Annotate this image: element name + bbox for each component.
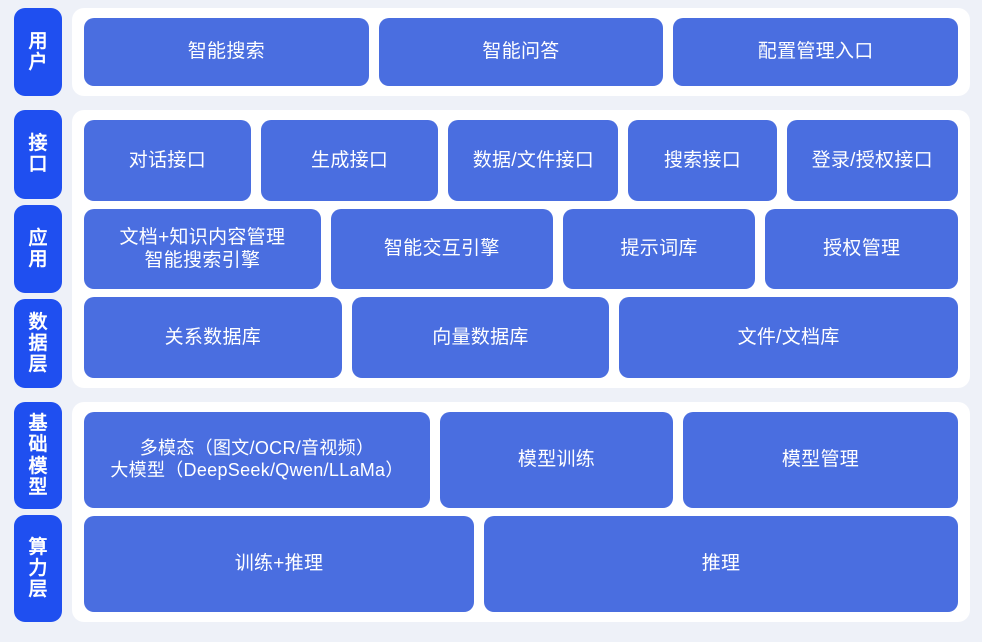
- node-label: 授权管理: [823, 238, 901, 260]
- node-inference[interactable]: 推理: [484, 516, 958, 612]
- node-label: 向量数据库: [432, 327, 529, 349]
- node-relational-database[interactable]: 关系数据库: [84, 297, 342, 379]
- node-label: 训练+推理: [234, 553, 324, 575]
- node-label: 智能交互引擎: [383, 238, 500, 260]
- node-label-second-line: 智能搜索引擎: [144, 250, 261, 271]
- row-interface-nodes: 对话接口 生成接口 数据/文件接口 搜索接口 登录/授权接口: [84, 120, 958, 201]
- panel-user: 智能搜索 智能问答 配置管理入口: [72, 8, 970, 96]
- section-user: 用户 智能搜索 智能问答 配置管理入口: [12, 8, 970, 96]
- layer-tab-interface[interactable]: 接口: [14, 110, 62, 199]
- node-label: 文件/文档库: [737, 327, 840, 349]
- row-model-nodes: 多模态（图文/OCR/音视频） 大模型（DeepSeek/Qwen/LLaMa）…: [84, 412, 958, 508]
- row-application-nodes: 文档+知识内容管理 智能搜索引擎 智能交互引擎 提示词库 授权管理: [84, 208, 959, 290]
- node-vector-database[interactable]: 向量数据库: [351, 297, 610, 379]
- node-generation-api[interactable]: 生成接口: [260, 120, 439, 201]
- panel-platform: 对话接口 生成接口 数据/文件接口 搜索接口 登录/授权接口 文: [72, 110, 970, 388]
- layer-tab-interface-label: 接口: [28, 133, 49, 176]
- layer-rail-platform: 接口 应用 数据层: [12, 110, 64, 389]
- row-data-nodes: 关系数据库 向量数据库 文件/文档库: [84, 297, 958, 379]
- node-label: 提示词库: [620, 238, 698, 260]
- node-model-management[interactable]: 模型管理: [682, 412, 958, 508]
- node-label: 模型训练: [517, 449, 596, 471]
- layer-tab-user-label: 用户: [28, 30, 49, 73]
- node-training-and-inference[interactable]: 训练+推理: [84, 516, 474, 612]
- node-label: 智能搜索: [187, 41, 265, 63]
- layer-tab-compute-label: 算力层: [28, 536, 49, 601]
- node-label: 数据/文件接口: [472, 149, 595, 171]
- node-multimodal-large-model[interactable]: 多模态（图文/OCR/音视频） 大模型（DeepSeek/Qwen/LLaMa）: [84, 412, 431, 508]
- node-label-second-line: 大模型（DeepSeek/Qwen/LLaMa）: [110, 460, 404, 480]
- layer-tab-compute[interactable]: 算力层: [14, 515, 62, 622]
- layer-rail-infrastructure: 基础模型 算力层: [12, 402, 64, 622]
- node-dialog-api[interactable]: 对话接口: [84, 120, 251, 201]
- node-doc-knowledge-management[interactable]: 文档+知识内容管理 智能搜索引擎: [84, 208, 321, 290]
- layer-tab-user[interactable]: 用户: [14, 8, 62, 96]
- layer-tab-data[interactable]: 数据层: [14, 299, 62, 389]
- node-label: 生成接口: [311, 149, 389, 171]
- layer-tab-data-label: 数据层: [28, 311, 49, 376]
- layer-tab-foundation-model[interactable]: 基础模型: [14, 402, 62, 509]
- node-prompt-library[interactable]: 提示词库: [562, 208, 756, 290]
- node-login-auth-api[interactable]: 登录/授权接口: [786, 120, 958, 201]
- section-platform: 接口 应用 数据层 对话接口 生成接口 数据/文件接口: [12, 110, 970, 389]
- node-label: 对话接口: [128, 149, 206, 171]
- node-file-document-store[interactable]: 文件/文档库: [619, 297, 958, 379]
- node-label: 搜索接口: [663, 149, 742, 171]
- node-label-block: 多模态（图文/OCR/音视频） 大模型（DeepSeek/Qwen/LLaMa）: [110, 438, 403, 482]
- layer-rail-user: 用户: [12, 8, 64, 96]
- node-label: 登录/授权接口: [811, 149, 933, 171]
- row-user-entries: 智能搜索 智能问答 配置管理入口: [84, 18, 959, 86]
- node-smart-qa[interactable]: 智能问答: [378, 18, 664, 86]
- node-data-file-api[interactable]: 数据/文件接口: [448, 120, 619, 201]
- layer-tab-foundation-model-label: 基础模型: [28, 412, 49, 498]
- node-interaction-engine[interactable]: 智能交互引擎: [330, 208, 553, 290]
- row-compute-nodes: 训练+推理 推理: [84, 516, 958, 612]
- panel-infrastructure: 多模态（图文/OCR/音视频） 大模型（DeepSeek/Qwen/LLaMa）…: [72, 402, 970, 622]
- node-label: 推理: [701, 553, 741, 575]
- node-label-block: 文档+知识内容管理 智能搜索引擎: [119, 226, 285, 272]
- node-label: 文档+知识内容管理: [119, 226, 286, 248]
- layer-tab-application[interactable]: 应用: [14, 204, 62, 294]
- node-label: 关系数据库: [164, 327, 262, 349]
- layer-tab-application-label: 应用: [28, 227, 49, 270]
- node-label: 模型管理: [781, 449, 860, 471]
- section-infrastructure: 基础模型 算力层 多模态（图文/OCR/音视频） 大模型（DeepSeek/Qw…: [12, 402, 970, 622]
- node-label: 多模态（图文/OCR/音视频）: [139, 438, 375, 459]
- node-smart-search[interactable]: 智能搜索: [84, 18, 369, 86]
- node-model-training[interactable]: 模型训练: [440, 412, 673, 508]
- node-authorization-management[interactable]: 授权管理: [765, 208, 959, 290]
- node-label: 智能问答: [482, 41, 560, 63]
- node-search-api[interactable]: 搜索接口: [628, 120, 777, 201]
- node-config-management-entry[interactable]: 配置管理入口: [673, 18, 959, 86]
- node-label: 配置管理入口: [757, 41, 874, 63]
